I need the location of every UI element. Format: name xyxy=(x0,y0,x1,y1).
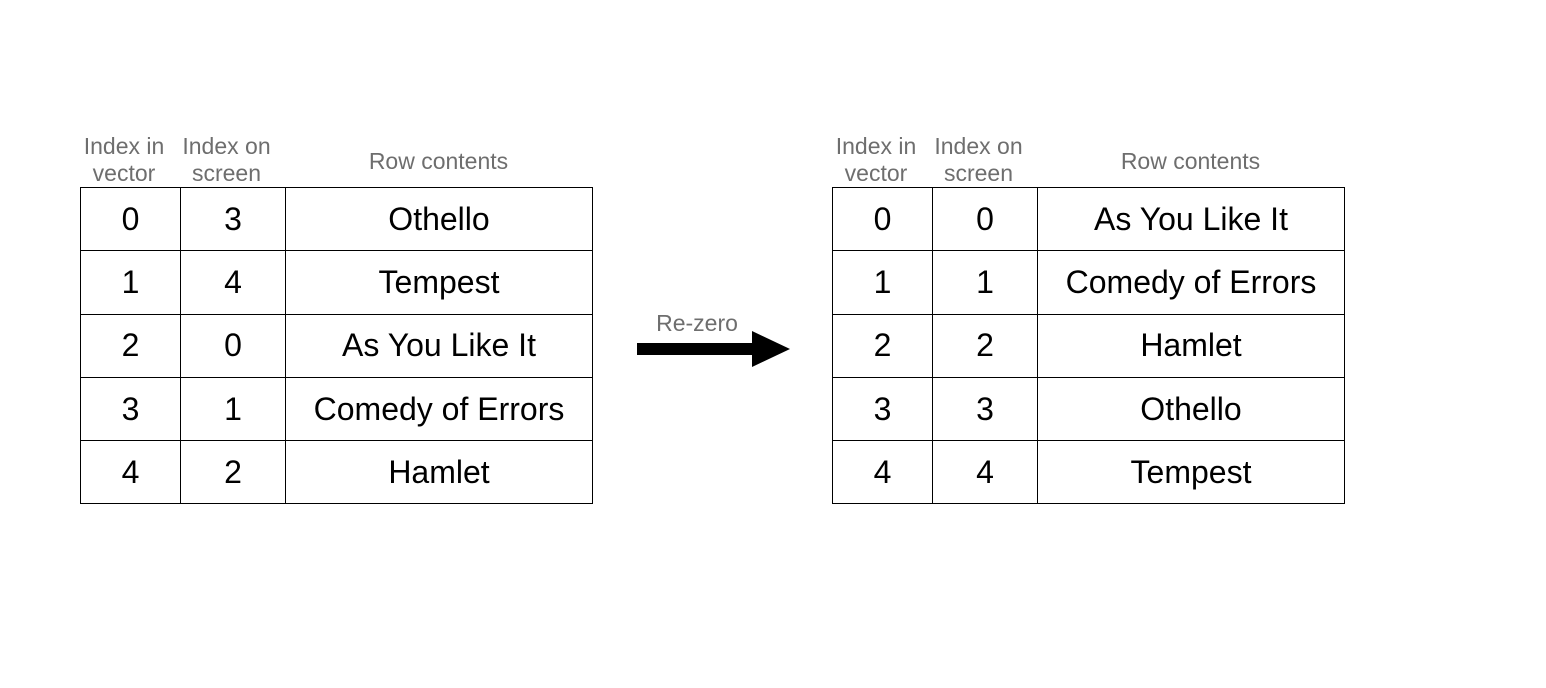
table-cell: Tempest xyxy=(285,250,593,315)
table-cell: 4 xyxy=(932,440,1038,505)
table-cell: 3 xyxy=(180,186,286,252)
after-table-group: Index in vector Index on screen Row cont… xyxy=(832,125,1345,505)
table-cell: 3 xyxy=(80,376,181,442)
column-header-index-in-vector: Index in vector xyxy=(835,133,917,186)
table-cell: 1 xyxy=(180,376,286,442)
table-cell: 0 xyxy=(180,313,286,378)
table-cell: 1 xyxy=(832,250,933,315)
column-header-index-on-screen: Index on screen xyxy=(934,133,1023,186)
before-table: 0 3 Othello 1 4 Tempest 2 0 As You Like … xyxy=(80,186,593,505)
right-arrow-icon xyxy=(752,331,790,367)
column-header-row-contents: Row contents xyxy=(368,148,509,174)
table-cell: Hamlet xyxy=(285,440,593,505)
table-row: 0 3 Othello xyxy=(80,186,593,252)
table-row: 3 1 Comedy of Errors xyxy=(80,376,593,442)
table-row: 1 4 Tempest xyxy=(80,250,593,315)
table-cell: 4 xyxy=(832,440,933,505)
table-cell: 2 xyxy=(832,313,933,378)
arrow-label: Re-zero xyxy=(656,310,738,336)
before-table-group: Index in vector Index on screen Row cont… xyxy=(80,125,593,505)
table-cell: 4 xyxy=(80,440,181,505)
table-cell: 0 xyxy=(932,186,1038,252)
table-row: 0 0 As You Like It xyxy=(832,186,1345,252)
after-table: 0 0 As You Like It 1 1 Comedy of Errors … xyxy=(832,186,1345,505)
table-cell: 1 xyxy=(80,250,181,315)
table-cell: 4 xyxy=(180,250,286,315)
table-cell: 0 xyxy=(832,186,933,252)
table-row: 4 4 Tempest xyxy=(832,440,1345,505)
table-cell: 1 xyxy=(932,250,1038,315)
rezero-arrow: Re-zero xyxy=(637,312,792,370)
table-cell: Othello xyxy=(285,186,593,252)
table-row: 4 2 Hamlet xyxy=(80,440,593,505)
table-cell: Othello xyxy=(1037,376,1345,442)
column-header-row-contents: Row contents xyxy=(1120,148,1261,174)
table-cell: As You Like It xyxy=(285,313,593,378)
before-table-header-row: Index in vector Index on screen Row cont… xyxy=(80,125,592,187)
table-row: 2 0 As You Like It xyxy=(80,313,593,378)
table-cell: As You Like It xyxy=(1037,186,1345,252)
table-cell: 3 xyxy=(932,376,1038,442)
table-cell: Hamlet xyxy=(1037,313,1345,378)
table-cell: Comedy of Errors xyxy=(1037,250,1345,315)
table-cell: 2 xyxy=(932,313,1038,378)
table-cell: Tempest xyxy=(1037,440,1345,505)
table-row: 1 1 Comedy of Errors xyxy=(832,250,1345,315)
after-table-header-row: Index in vector Index on screen Row cont… xyxy=(832,125,1344,187)
table-cell: 2 xyxy=(180,440,286,505)
table-cell: 3 xyxy=(832,376,933,442)
column-header-index-in-vector: Index in vector xyxy=(83,133,165,186)
table-row: 2 2 Hamlet xyxy=(832,313,1345,378)
table-cell: Comedy of Errors xyxy=(285,376,593,442)
column-header-index-on-screen: Index on screen xyxy=(182,133,271,186)
table-cell: 0 xyxy=(80,186,181,252)
table-row: 3 3 Othello xyxy=(832,376,1345,442)
table-cell: 2 xyxy=(80,313,181,378)
arrow-shaft xyxy=(637,343,754,355)
